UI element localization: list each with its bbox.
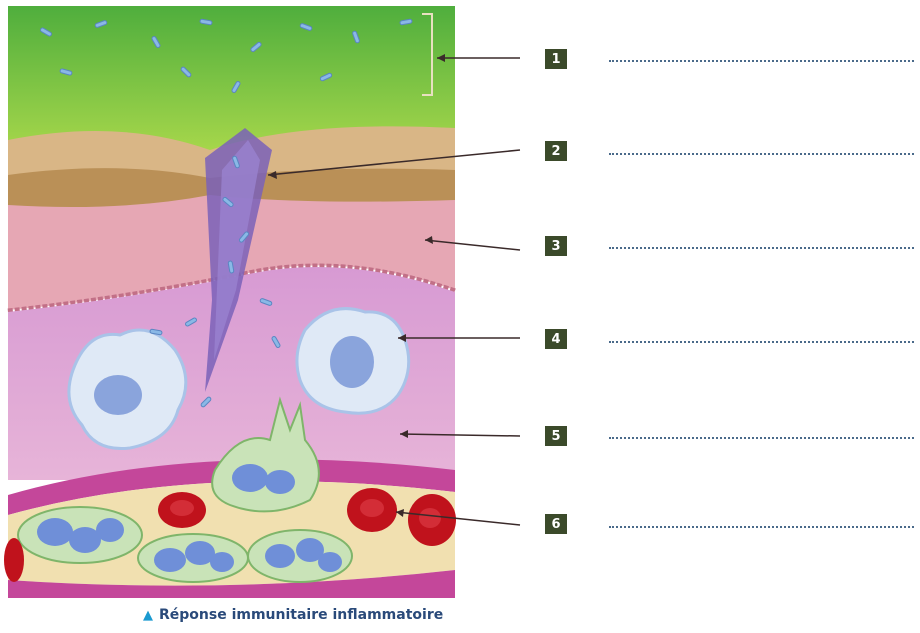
label-number-4: 4 <box>545 329 567 349</box>
answer-line-3[interactable] <box>609 247 914 249</box>
label-number-3: 3 <box>545 236 567 256</box>
red-blood-cell <box>4 538 24 582</box>
label-number-1: 1 <box>545 49 567 69</box>
white-blood-cell <box>248 530 352 582</box>
label-number-2: 2 <box>545 141 567 161</box>
answer-line-1[interactable] <box>609 60 914 62</box>
caption-text: Réponse immunitaire inflammatoire <box>159 607 443 623</box>
macrophage <box>297 309 409 414</box>
white-blood-cell <box>18 507 142 563</box>
label-number-6: 6 <box>545 514 567 534</box>
red-blood-cell <box>158 492 206 528</box>
caption-triangle-icon: ▲ <box>143 608 153 623</box>
red-blood-cell <box>408 494 456 546</box>
answer-line-5[interactable] <box>609 437 914 439</box>
label-number-5: 5 <box>545 426 567 446</box>
red-blood-cell <box>347 488 397 532</box>
answer-line-4[interactable] <box>609 341 914 343</box>
white-blood-cell <box>138 534 248 582</box>
answer-line-2[interactable] <box>609 153 914 155</box>
answer-line-6[interactable] <box>609 526 914 528</box>
figure-caption: ▲ Réponse immunitaire inflammatoire <box>143 607 443 623</box>
macrophage <box>69 330 186 449</box>
